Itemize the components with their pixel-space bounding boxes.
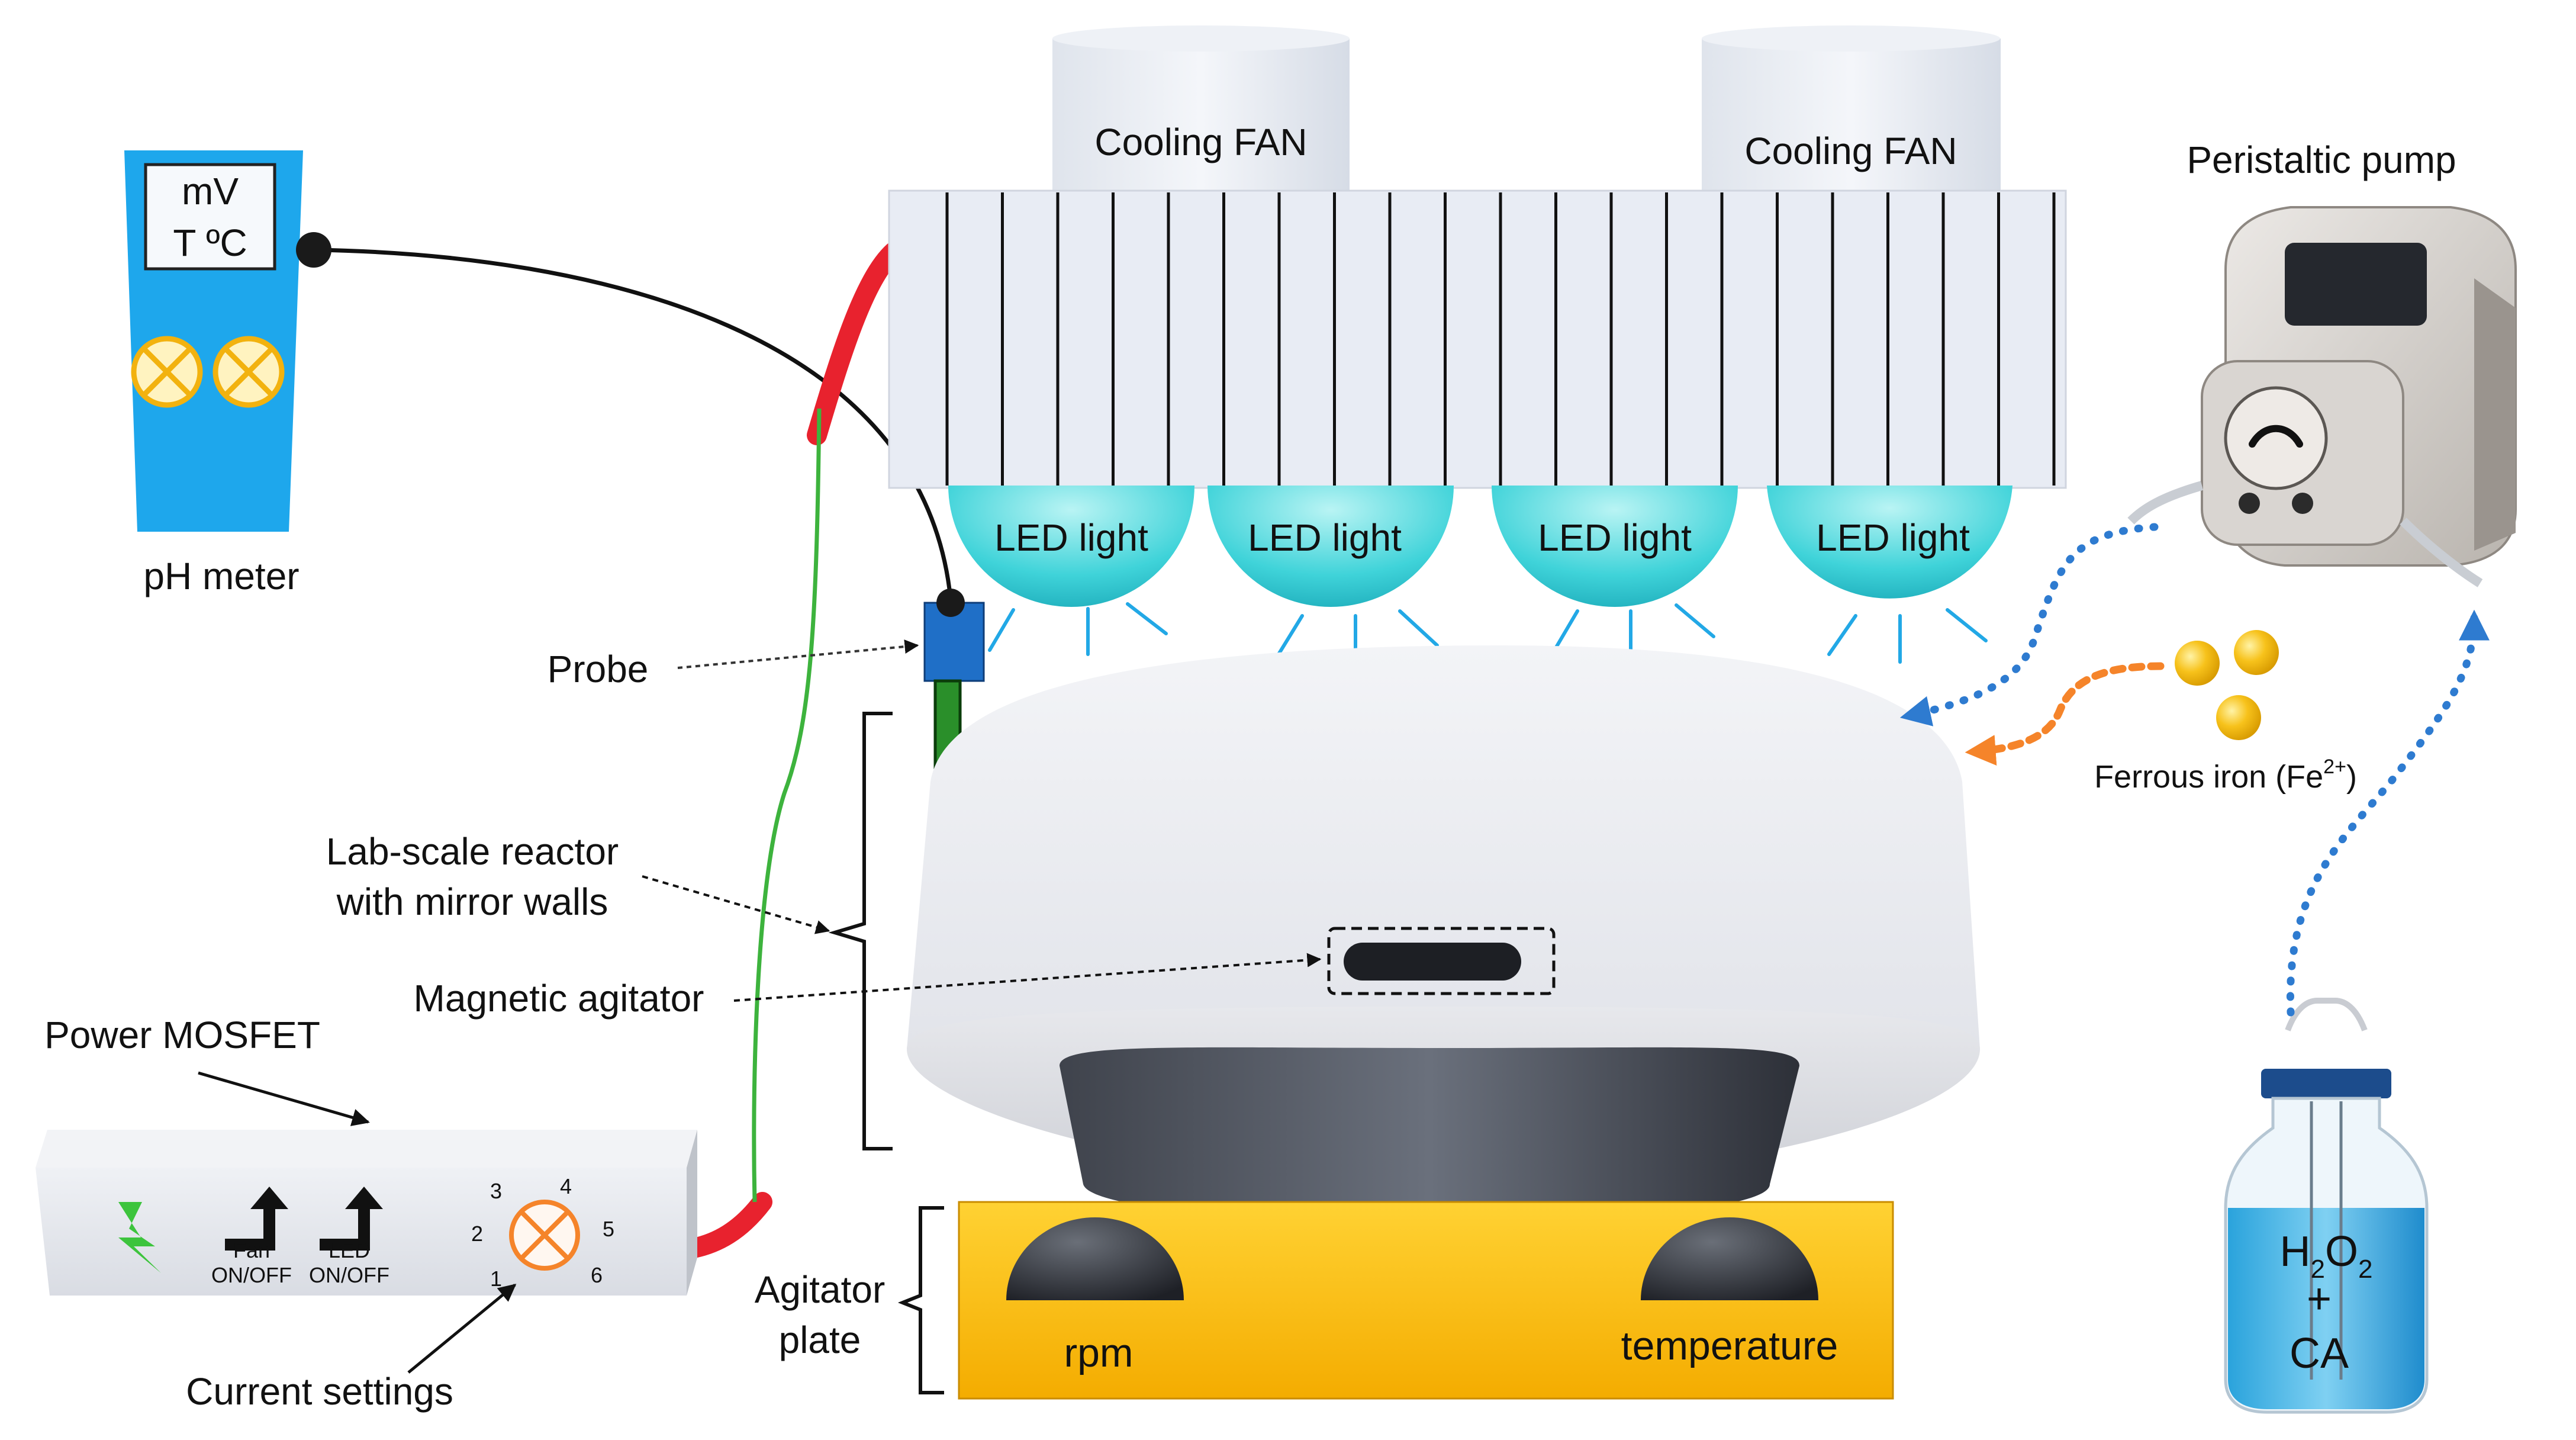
ph-meter-label: pH meter: [143, 555, 299, 597]
formula-plus: +: [2307, 1275, 2332, 1323]
fan-switch-label-2: ON/OFF: [211, 1263, 292, 1287]
ph-meter-display: [144, 163, 276, 271]
dial-number-1: 1: [490, 1267, 502, 1291]
dial-number-2: 2: [471, 1222, 483, 1246]
light-rays: [988, 602, 1988, 665]
peristaltic-pump-label: Peristaltic pump: [2187, 139, 2456, 181]
agitator-plate-label-line2: plate: [779, 1319, 861, 1361]
reactor-label-line2: with mirror walls: [336, 880, 608, 923]
agitator-plate-bracket: [897, 1206, 944, 1394]
mosfet-pointer: [198, 1071, 370, 1126]
current-dial[interactable]: [509, 1200, 580, 1271]
ferrous-label-main: Ferrous iron (Fe: [2094, 759, 2323, 795]
led-light-4-label: LED light: [1816, 516, 1970, 559]
ph-meter: mV T ºC pH meter: [124, 150, 303, 597]
ferrous-label-end: ): [2346, 759, 2357, 795]
pump-screen: [2285, 243, 2427, 326]
bottle-cap: [2261, 1069, 2391, 1098]
agitator-plate-label-line1: Agitator: [755, 1268, 886, 1311]
dial-number-3: 3: [490, 1179, 502, 1203]
agitator-plate: rpm temperature: [958, 1201, 1894, 1400]
power-mosfet-box: Fan ON/OFF LED ON/OFF 1 2 3 4 5 6: [36, 1130, 697, 1296]
reactor-bowl: [1060, 1047, 1799, 1220]
ph-meter-button-right[interactable]: [212, 336, 285, 408]
magnetic-agitator-box: [1327, 927, 1556, 995]
probe-cable: [314, 247, 953, 600]
red-tube-top: [807, 242, 904, 445]
power-mosfet-label: Power MOSFET: [44, 1014, 320, 1056]
cooling-fan-2: Cooling FAN: [1702, 25, 2001, 210]
ferrous-iron: Ferrous iron (Fe2+): [2094, 630, 2357, 795]
led-light-3: LED light: [1492, 486, 1738, 607]
h2o2-ca-bottle: H2O2 + CA: [2224, 998, 2429, 1414]
probe-label: Probe: [548, 648, 649, 690]
led-light-2: LED light: [1208, 486, 1454, 607]
ph-meter-connector: [296, 232, 331, 268]
agitator-pointer: [733, 953, 1322, 1002]
led-switch-label-1: LED: [329, 1238, 370, 1262]
led-light-1-label: LED light: [994, 516, 1148, 559]
iron-particle: [2234, 630, 2279, 675]
peristaltic-pump: Peristaltic pump: [2127, 139, 2517, 587]
dial-number-6: 6: [591, 1263, 603, 1287]
cooling-fan-1-label: Cooling FAN: [1094, 121, 1307, 163]
dial-number-4: 4: [560, 1174, 572, 1198]
current-settings-pointer: [407, 1284, 517, 1374]
dial-number-5: 5: [603, 1217, 614, 1241]
led-switch-label-2: ON/OFF: [309, 1263, 389, 1287]
svg-text:Ferrous iron (Fe2+): Ferrous iron (Fe2+): [2094, 756, 2357, 795]
bottle-liquid: [2228, 1208, 2424, 1409]
svg-text:H2O2: H2O2: [2280, 1228, 2373, 1284]
cooling-fan-1: Cooling FAN: [1052, 25, 1350, 210]
reactor-body: [907, 645, 1980, 1049]
reactor-label-line1: Lab-scale reactor: [326, 830, 619, 873]
reactor-bracket: [828, 712, 893, 1150]
heatsink: [888, 189, 2067, 489]
iron-particle: [2216, 695, 2261, 740]
probe-connector: [936, 589, 965, 617]
iron-to-reactor-flow-arrow: [1965, 662, 2165, 766]
led-light-2-label: LED light: [1248, 516, 1402, 559]
formula-o: O: [2325, 1228, 2358, 1275]
led-light-1: LED light: [948, 486, 1194, 607]
formula-h: H: [2280, 1228, 2311, 1275]
fan-switch-icon[interactable]: Fan ON/OFF: [211, 1187, 292, 1287]
magnetic-agitator-label: Magnetic agitator: [414, 977, 704, 1020]
cooling-fan-2-label: Cooling FAN: [1744, 130, 1957, 172]
temperature-knob[interactable]: [1641, 1217, 1818, 1300]
magnetic-agitator-bar: [1344, 943, 1521, 981]
probe-pointer: [677, 639, 919, 669]
current-settings-label: Current settings: [186, 1370, 453, 1413]
lightning-icon: [118, 1202, 161, 1273]
formula-ca: CA: [2290, 1330, 2349, 1377]
bottle-formula: H2O2 + CA: [2280, 1228, 2373, 1377]
ph-display-line2: T ºC: [173, 221, 247, 264]
bottle-to-pump-flow-arrow: [2286, 609, 2490, 1017]
ferrous-label-sup: 2+: [2323, 756, 2346, 778]
led-light-3-label: LED light: [1538, 516, 1692, 559]
temperature-label: temperature: [1621, 1323, 1838, 1368]
led-light-4: LED light: [1767, 486, 2012, 599]
ph-meter-button-left[interactable]: [131, 336, 203, 408]
red-tube-bottom: [684, 1192, 772, 1258]
rpm-knob[interactable]: [1006, 1217, 1184, 1300]
reactor: [907, 645, 1980, 1220]
formula-sub-2b: 2: [2358, 1255, 2372, 1284]
rpm-label: rpm: [1064, 1330, 1133, 1375]
reactor-pointer: [642, 875, 830, 934]
iron-particle: [2175, 641, 2220, 686]
pump-to-reactor-flow-arrow: [1899, 523, 2159, 727]
led-switch-icon[interactable]: LED ON/OFF: [309, 1187, 389, 1287]
ph-display-line1: mV: [182, 170, 239, 213]
fan-switch-label-1: Fan: [233, 1238, 270, 1262]
green-wire: [752, 408, 822, 1203]
formula-sub-2a: 2: [2311, 1255, 2325, 1284]
